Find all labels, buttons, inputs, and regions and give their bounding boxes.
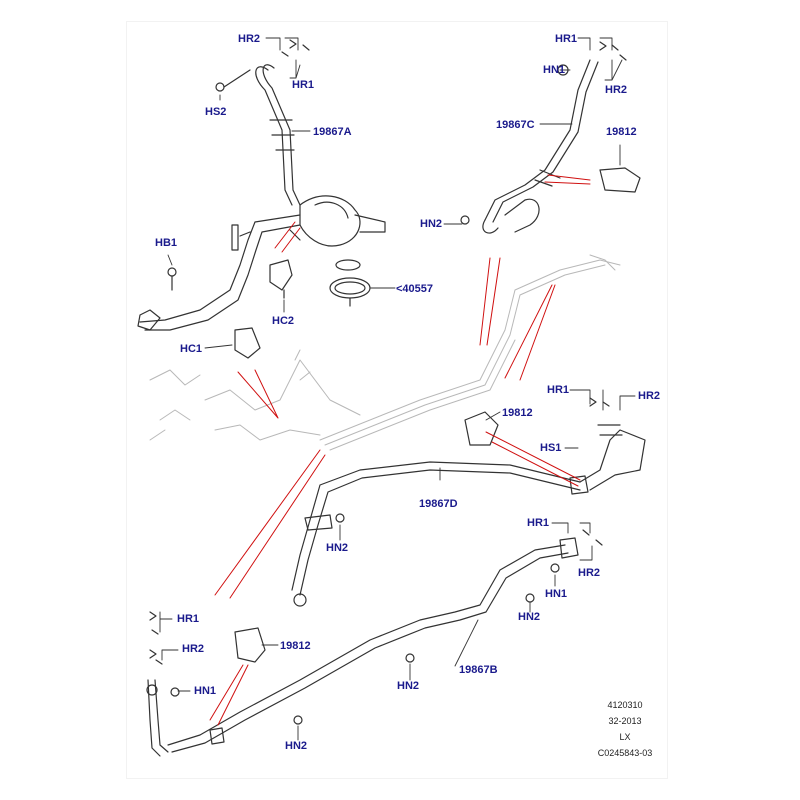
callout-19867c: 19867C [496,119,535,131]
drawing-variant: LX [619,732,631,742]
callout-hn1-lower-left: HN1 [194,685,217,697]
gasket-40557 [329,277,371,307]
pipe-19867c [460,59,641,234]
fittings-upper-left [167,69,293,359]
callout-hr2-top-right: HR2 [605,84,628,96]
callout-hn2-mid-left: HN2 [326,542,349,554]
callout-hr1-lower-left: HR1 [177,613,200,625]
callout-hn2-bottom: HN2 [285,740,308,752]
drawing-catalog-code: C0245843-03 [597,748,653,758]
callout-hr2-lower-left: HR2 [182,643,205,655]
label-leader-lines [159,37,636,741]
callout-19812-top-right: 19812 [606,126,637,138]
callout-19812-lower-left: 19812 [280,640,311,652]
callout-hc2: HC2 [272,315,295,327]
callout-19867b: 19867B [459,664,498,676]
callout-19867a: 19867A [313,126,352,138]
diagram-frame [127,22,667,778]
ghost-vehicle-outline [149,254,621,451]
callout-hr2-lower-right: HR2 [578,567,601,579]
callout-hr1-lower-right: HR1 [527,517,550,529]
drawing-date-code: 32-2013 [608,716,642,726]
drawing-reference-block: 4120310 32-2013 LX C0245843-03 [590,700,660,759]
drawing-number: 4120310 [607,700,643,710]
callout-19812-mid: 19812 [502,407,533,419]
small-fasteners [149,39,627,725]
callout-hr1-top-left: HR1 [292,79,315,91]
callout-hr1-top-right: HR1 [555,33,578,45]
callout-hb1: HB1 [155,237,178,249]
callout-hn1-top-right: HN1 [543,64,566,76]
callout-hr2-mid-right: HR2 [638,390,661,402]
callout-hc1: HC1 [180,343,203,355]
callout-hs2: HS2 [205,106,227,118]
callout-hn2-upper: HN2 [420,218,443,230]
pipe-19867a [137,64,386,331]
callout-hn2-lower-right: HN2 [518,611,541,623]
callout-40557: <40557 [396,283,434,295]
callout-hn1-lower-right: HN1 [545,588,568,600]
pipe-19867b [146,537,579,757]
pipe-19867d [291,411,646,607]
callout-19867d: 19867D [419,498,458,510]
callout-hr1-mid-right: HR1 [547,384,570,396]
red-leader-lines [209,174,591,726]
callout-hn2-lower-center: HN2 [397,680,420,692]
callout-hr2-top-left: HR2 [238,33,261,45]
callout-hs1: HS1 [540,442,562,454]
